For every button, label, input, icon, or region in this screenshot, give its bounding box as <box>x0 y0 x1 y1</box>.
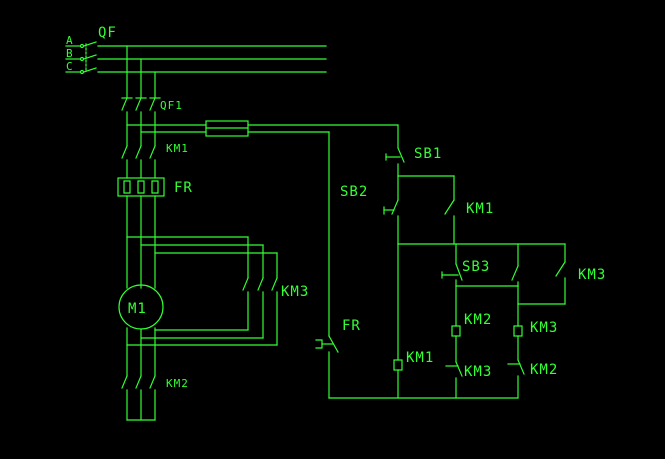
km3-wiring <box>126 236 278 346</box>
qf1-label: QF1 <box>160 99 183 112</box>
supply-bus <box>65 41 327 75</box>
motor-label: M1 <box>128 301 147 317</box>
km3-interlock-label: KM3 <box>464 364 492 380</box>
fr-thermal-element <box>117 177 165 289</box>
sb1-label: SB1 <box>414 146 442 162</box>
km3-main-label: KM3 <box>281 284 309 300</box>
motor-symbol <box>118 284 164 330</box>
fr-main-label: FR <box>174 180 193 196</box>
km1-coil-label: KM1 <box>406 350 434 366</box>
km3-coil-label: KM3 <box>530 320 558 336</box>
sb2-start-branch <box>383 175 566 245</box>
fr-control-label: FR <box>342 318 361 334</box>
km1-coil-branch <box>393 243 403 399</box>
sb1-stop-button <box>385 124 405 177</box>
fr-control-contact <box>315 131 339 399</box>
main-circuit-lines <box>126 45 156 99</box>
qf-label: QF <box>98 25 117 41</box>
qf1-breaker <box>121 97 161 147</box>
km3-aux-label: KM3 <box>578 267 606 283</box>
km1-aux-label: KM1 <box>466 201 494 217</box>
km1-main-contacts <box>121 145 156 179</box>
km2-interlock-label: KM2 <box>530 362 558 378</box>
sb3-branch <box>441 243 566 305</box>
km2-coil-branch <box>445 285 463 399</box>
km2-main-contacts <box>121 327 156 421</box>
km2-main-label: KM2 <box>166 377 189 390</box>
km2-coil-label: KM2 <box>464 312 492 328</box>
km3-coil-branch <box>507 303 525 399</box>
km1-main-label: KM1 <box>166 142 189 155</box>
phase-c-label: C <box>66 60 74 73</box>
phase-b-label: B <box>66 47 74 60</box>
phase-a-label: A <box>66 34 74 47</box>
control-tap <box>126 120 399 137</box>
sb3-label: SB3 <box>462 259 490 275</box>
sb2-label: SB2 <box>340 184 368 200</box>
